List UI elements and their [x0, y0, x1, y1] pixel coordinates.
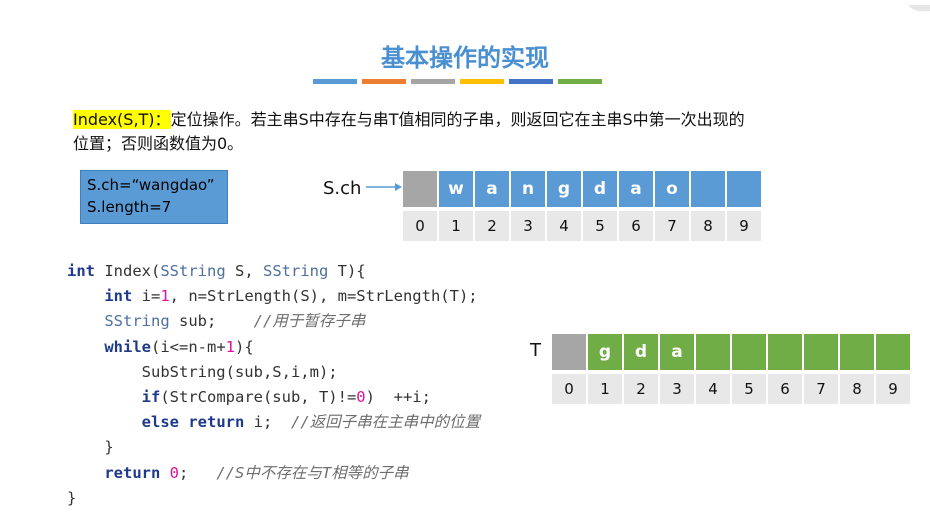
code-line-4: while(i<=n-m+1){: [104, 337, 254, 356]
s-cell-1: w: [438, 170, 474, 208]
code-line-8: }: [104, 438, 114, 457]
corner-decoration: [900, 0, 930, 12]
code-line-3: SString sub; //用于暂存子串: [104, 312, 366, 331]
accent-bar: [411, 79, 455, 84]
code-line-6: if(StrCompare(sub, T)!=0) ++i;: [141, 388, 431, 407]
s-cell-5: d: [582, 170, 618, 208]
s-index-5: 5: [582, 210, 618, 242]
t-cell-9: [875, 333, 911, 371]
s-index-0: 0: [402, 210, 438, 242]
accent-bar: [362, 79, 406, 84]
accent-bar: [313, 79, 357, 84]
t-index-2: 2: [623, 373, 659, 405]
s-cell-6: a: [618, 170, 654, 208]
s-cell-2: a: [474, 170, 510, 208]
t-cell-4: [695, 333, 731, 371]
t-index-4: 4: [695, 373, 731, 405]
slide-title: 基本操作的实现: [381, 44, 549, 72]
intro-text: Index(S,T)：定位操作。若主串S中存在与串T值相同的子串，则返回它在主串…: [73, 108, 893, 156]
t-cell-1: g: [587, 333, 623, 371]
t-index-8: 8: [839, 373, 875, 405]
intro-line1: 定位操作。若主串S中存在与串T值相同的子串，则返回它在主串S中第一次出现的: [170, 110, 745, 129]
s-cell-4: g: [546, 170, 582, 208]
s-index-4: 4: [546, 210, 582, 242]
s-index-9: 9: [726, 210, 762, 242]
info-length: S.length=7: [87, 198, 172, 216]
s-cell-8: [690, 170, 726, 208]
code-line-2: int i=1, n=StrLength(S), m=StrLength(T);: [104, 287, 478, 306]
arrow-right-icon: [366, 183, 402, 191]
t-cell-0: [551, 333, 587, 371]
code-line-5: SubString(sub,S,i,m);: [141, 362, 338, 381]
t-array-label: T: [530, 340, 541, 361]
t-index-6: 6: [767, 373, 803, 405]
t-index-3: 3: [659, 373, 695, 405]
t-cell-5: [731, 333, 767, 371]
s-index-3: 3: [510, 210, 546, 242]
s-index-2: 2: [474, 210, 510, 242]
s-index-6: 6: [618, 210, 654, 242]
t-index-9: 9: [875, 373, 911, 405]
t-index-1: 1: [587, 373, 623, 405]
t-cell-6: [767, 333, 803, 371]
string-info-box: S.ch=“wangdao” S.length=7: [80, 170, 228, 224]
code-line-9: return 0; //S中不存在与T相等的子串: [104, 463, 409, 482]
t-cell-8: [839, 333, 875, 371]
accent-bar: [558, 79, 602, 84]
s-cell-7: o: [654, 170, 690, 208]
t-cell-2: d: [623, 333, 659, 371]
function-signature-highlight: Index(S,T)：: [73, 110, 171, 129]
s-cell-3: n: [510, 170, 546, 208]
t-index-0: 0: [551, 373, 587, 405]
s-array-label: S.ch: [323, 178, 362, 199]
code-line-1: int Index(SString S, SString T){: [67, 262, 366, 280]
accent-bars: [313, 79, 602, 85]
s-index-8: 8: [690, 210, 726, 242]
t-cell-7: [803, 333, 839, 371]
code-block: int Index(SString S, SString T){ int i=1…: [67, 259, 480, 511]
code-line-10: }: [67, 488, 77, 507]
t-index-7: 7: [803, 373, 839, 405]
t-index-5: 5: [731, 373, 767, 405]
accent-bar: [460, 79, 504, 84]
code-line-7: else return i; //返回子串在主串中的位置: [141, 413, 481, 432]
s-cell-9: [726, 170, 762, 208]
accent-bar: [509, 79, 553, 84]
t-cell-3: a: [659, 333, 695, 371]
intro-line2: 位置；否则函数值为0。: [73, 134, 244, 153]
s-index-1: 1: [438, 210, 474, 242]
s-cell-0: [402, 170, 438, 208]
s-index-7: 7: [654, 210, 690, 242]
info-ch: S.ch=“wangdao”: [87, 176, 215, 194]
